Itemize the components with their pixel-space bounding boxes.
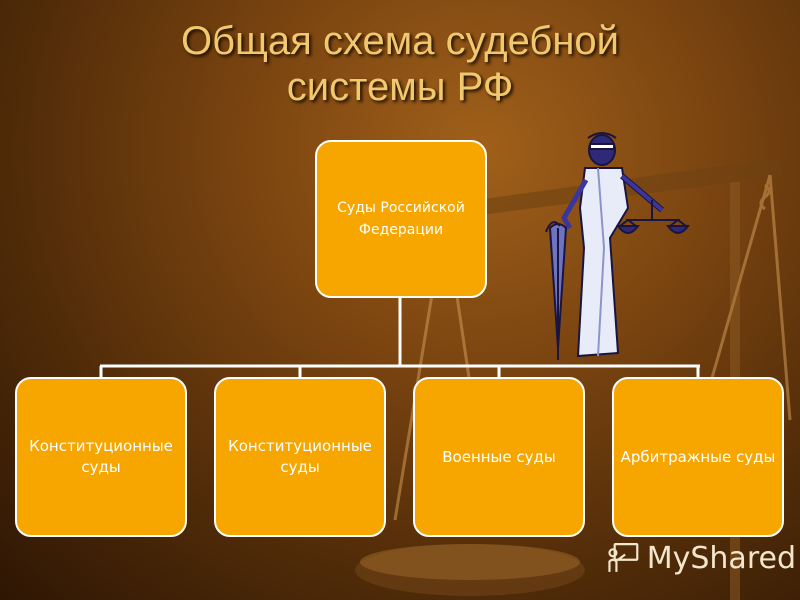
child-node-label: Конституционные суды	[29, 437, 173, 476]
root-node-courts-rf: Суды Российской Федерации	[315, 140, 487, 298]
classroom-icon	[608, 543, 639, 572]
child-node-2: Конституционные суды	[214, 377, 386, 537]
child-node-1: Конституционные суды	[15, 377, 187, 537]
child-node-label: Конституционные суды	[228, 437, 372, 476]
child-node-4: Арбитражные суды	[612, 377, 784, 537]
title-line-1: Общая схема судебной	[180, 19, 619, 63]
title-line-2: системы РФ	[286, 65, 514, 109]
slide-title: Общая схема судебной системы РФ	[0, 18, 800, 110]
root-node-label: Суды Российской Федерации	[337, 200, 465, 238]
child-node-label: Арбитражные суды	[620, 447, 776, 466]
myshared-watermark: MyShared	[606, 536, 796, 580]
lady-justice-icon	[545, 132, 690, 360]
watermark-text: MyShared	[646, 540, 796, 576]
child-node-label: Военные суды	[442, 447, 556, 466]
child-node-3: Военные суды	[413, 377, 585, 537]
